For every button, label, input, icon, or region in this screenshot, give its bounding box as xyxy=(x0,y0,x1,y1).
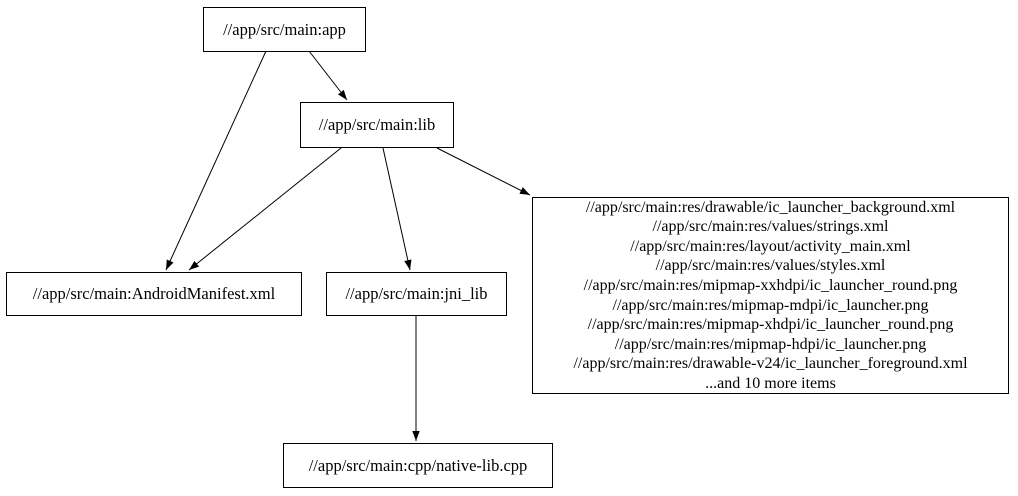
resource-line: //app/src/main:res/drawable-v24/ic_launc… xyxy=(573,355,968,373)
resource-line-more: ...and 10 more items xyxy=(705,374,836,392)
resource-line: //app/src/main:res/values/strings.xml xyxy=(652,218,889,236)
edge-app-to-manifest xyxy=(165,50,267,271)
resource-line: //app/src/main:res/mipmap-xhdpi/ic_launc… xyxy=(587,316,954,334)
resource-line: //app/src/main:res/values/styles.xml xyxy=(655,257,886,275)
resource-line: //app/src/main:res/mipmap-hdpi/ic_launch… xyxy=(614,335,927,353)
node-android-manifest-label: //app/src/main:AndroidManifest.xml xyxy=(32,284,276,303)
node-app-label: //app/src/main:app xyxy=(223,19,346,39)
node-android-manifest: //app/src/main:AndroidManifest.xml xyxy=(6,272,302,316)
node-jni-lib: //app/src/main:jni_lib xyxy=(326,272,507,316)
resource-line: //app/src/main:res/drawable/ic_launcher_… xyxy=(585,198,956,216)
resource-line: //app/src/main:res/mipmap-xxhdpi/ic_laun… xyxy=(583,276,958,294)
edge-app-to-lib xyxy=(308,50,348,101)
node-app: //app/src/main:app xyxy=(203,7,366,52)
resource-line: //app/src/main:res/mipmap-mdpi/ic_launch… xyxy=(612,296,929,314)
node-jni-lib-label: //app/src/main:jni_lib xyxy=(345,284,488,303)
edge-lib-to-manifest xyxy=(188,147,342,271)
node-native-lib-cpp-label: //app/src/main:cpp/native-lib.cpp xyxy=(308,455,528,475)
node-lib: //app/src/main:lib xyxy=(300,102,454,148)
resource-line: //app/src/main:res/layout/activity_main.… xyxy=(630,237,911,255)
node-resources-group: //app/src/main:res/drawable/ic_launcher_… xyxy=(532,197,1009,394)
node-native-lib-cpp: //app/src/main:cpp/native-lib.cpp xyxy=(283,443,553,488)
edge-lib-to-jni-lib xyxy=(382,147,412,271)
node-lib-label: //app/src/main:lib xyxy=(318,115,436,134)
edge-lib-to-resources xyxy=(436,147,531,196)
